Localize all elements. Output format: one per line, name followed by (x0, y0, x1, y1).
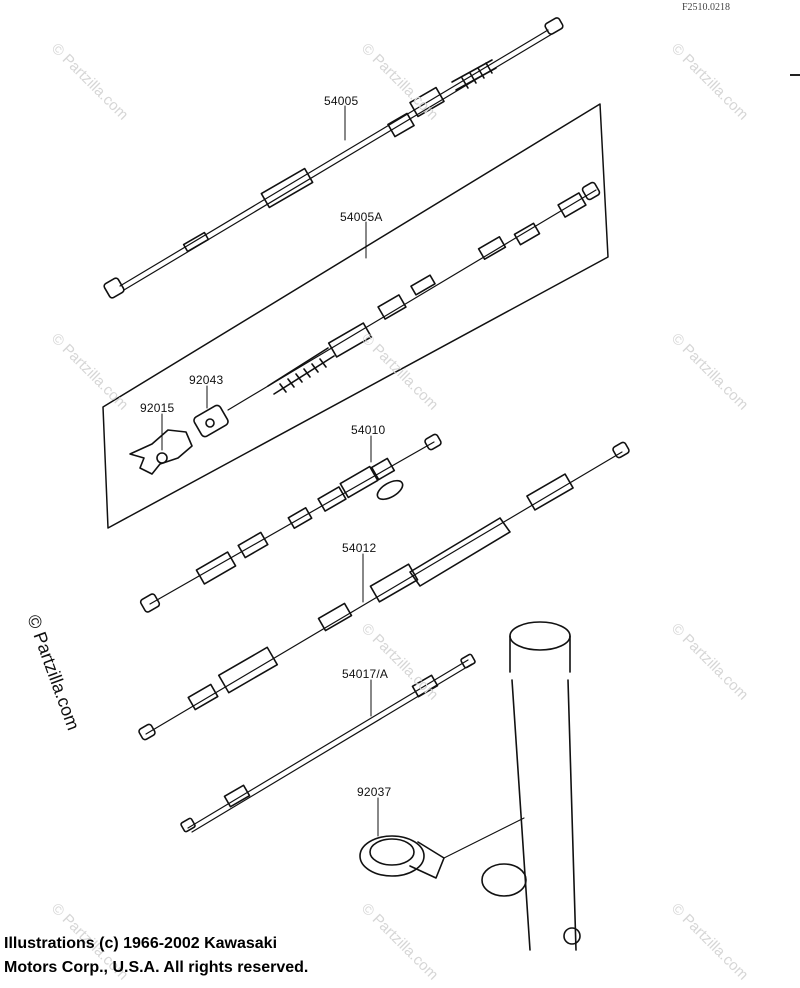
fitting-92015 (129, 429, 193, 475)
label-54005a: 54005A (340, 210, 383, 224)
copyright-line-1: Illustrations (c) 1966-2002 Kawasaki (4, 935, 278, 952)
label-54010: 54010 (351, 423, 386, 437)
cable-54005a (227, 181, 601, 411)
label-54012: 54012 (342, 541, 377, 555)
label-54005: 54005 (324, 94, 359, 108)
diagram-code: F2510.0218 (681, 2, 730, 13)
copyright-notice: Illustrations (c) 1966-2002 Kawasaki Mot… (4, 932, 308, 980)
group-box (102, 103, 609, 529)
clamp-92037 (359, 817, 525, 879)
fitting-92043 (193, 404, 229, 438)
cable-54017a (180, 653, 476, 833)
cable-54012 (138, 441, 630, 741)
fork-tube (481, 621, 581, 951)
cable-54010 (139, 433, 442, 613)
cable-54005 (103, 17, 564, 299)
label-92015: 92015 (140, 401, 175, 415)
label-92043: 92043 (189, 373, 224, 387)
label-54017a: 54017/A (342, 667, 389, 681)
edge-mark (790, 74, 800, 76)
label-92037: 92037 (357, 785, 392, 799)
copyright-line-2: Motors Corp., U.S.A. All rights reserved… (4, 959, 309, 976)
